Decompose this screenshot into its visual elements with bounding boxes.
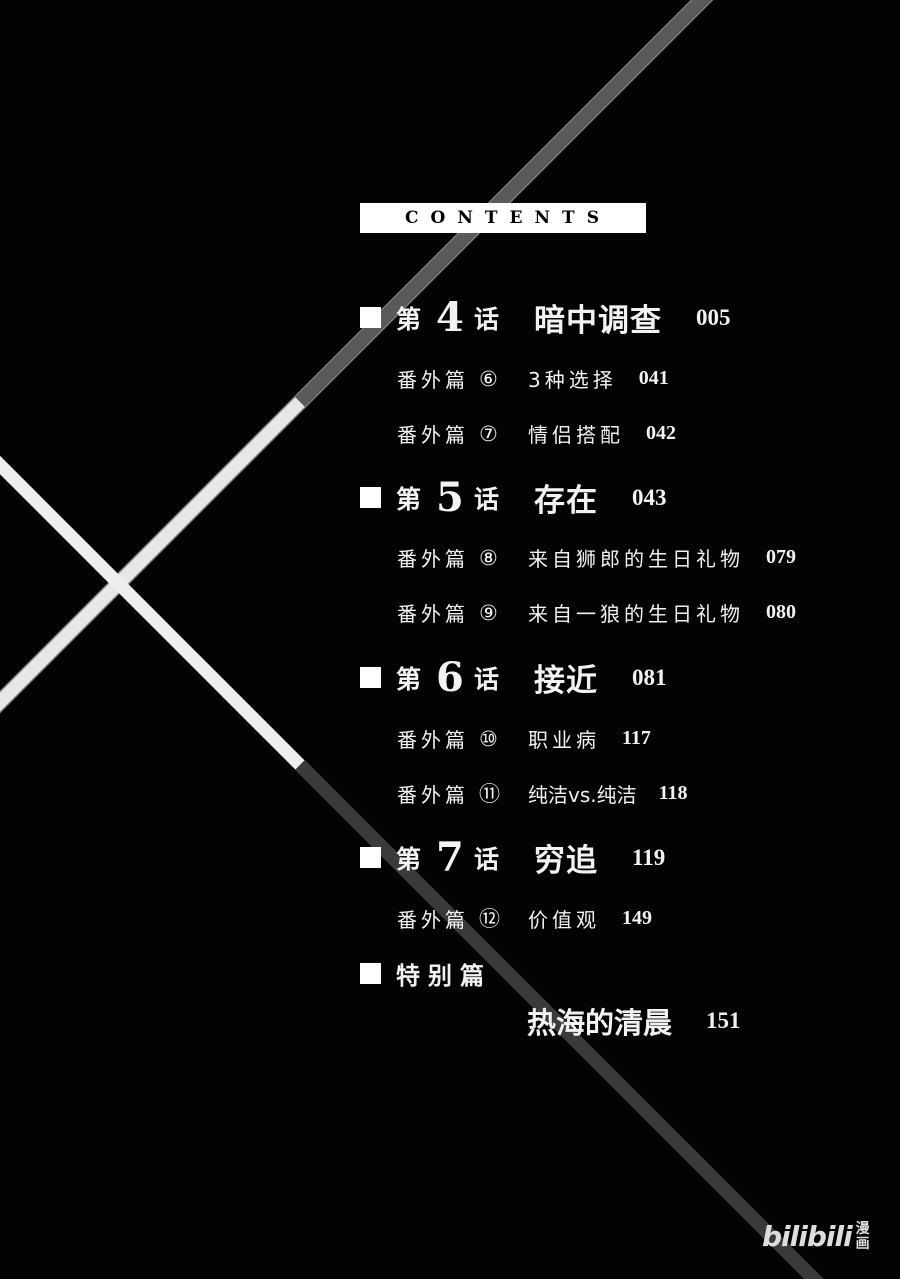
chapter-prefix: 第 (396, 664, 422, 694)
extra-title: 来自一狼的生日礼物 (528, 602, 744, 626)
extra-label: 番外篇 (397, 423, 469, 447)
extra-label: 番外篇 (397, 782, 469, 807)
extra-index: ⑧ (479, 545, 498, 570)
square-bullet-icon (360, 667, 381, 688)
extra-label: 番外篇 (397, 547, 469, 571)
extra-index: ⑦ (479, 421, 498, 446)
extra-entry[interactable]: 番外篇 ⑫ 价值观 149 (397, 903, 652, 933)
extra-entry[interactable]: 番外篇 ⑦ 情侣搭配 042 (397, 419, 676, 448)
extra-entry[interactable]: 番外篇 ⑥ 3种选择 041 (397, 364, 669, 393)
chapter-suffix: 话 (474, 664, 500, 694)
chapter-entry[interactable]: 第 5 话 存在 043 (360, 474, 667, 521)
bilibili-manga-logo: bilibili 漫画 (762, 1220, 872, 1253)
square-bullet-icon (360, 487, 381, 508)
page-number: 080 (766, 601, 796, 623)
extra-index: ⑪ (479, 782, 500, 806)
extra-index: ⑥ (479, 366, 498, 391)
extra-index: ⑩ (479, 726, 498, 751)
chapter-number: 5 (436, 474, 464, 521)
square-bullet-icon (360, 847, 381, 868)
chapter-suffix: 话 (474, 304, 500, 334)
extra-entry[interactable]: 番外篇 ⑩ 职业病 117 (397, 724, 651, 753)
chapter-prefix: 第 (396, 304, 422, 334)
chapter-number: 4 (436, 294, 464, 341)
special-title: 热海的清晨 (527, 1006, 673, 1040)
extra-label: 番外篇 (397, 907, 469, 932)
extra-index: ⑨ (479, 600, 498, 625)
page-number: 119 (632, 844, 666, 870)
extra-title: 价值观 (528, 907, 600, 932)
chapter-entry[interactable]: 第 7 话 穷追 119 (360, 834, 665, 881)
chapter-number: 6 (436, 654, 464, 701)
page-number: 079 (766, 546, 796, 568)
extra-label: 番外篇 (397, 368, 469, 392)
square-bullet-icon (360, 307, 381, 328)
extra-title: 3种选择 (528, 368, 617, 392)
special-entry[interactable]: 热海的清晨 151 (527, 1000, 741, 1042)
contents-heading: CONTENTS (360, 203, 646, 233)
extra-entry[interactable]: 番外篇 ⑪ 纯洁vs.纯洁 118 (397, 778, 688, 808)
page-number: 041 (638, 367, 669, 389)
extra-label: 番外篇 (397, 728, 469, 752)
chapter-prefix: 第 (396, 484, 422, 514)
page-number: 043 (632, 484, 667, 510)
chapter-suffix: 话 (474, 484, 500, 514)
chapter-title: 存在 (534, 483, 598, 519)
extra-title: 职业病 (528, 728, 600, 752)
extra-entry[interactable]: 番外篇 ⑨ 来自一狼的生日礼物 080 (397, 598, 796, 627)
page-number: 081 (632, 664, 667, 690)
page-number: 117 (622, 727, 651, 749)
chapter-entry[interactable]: 第 4 话 暗中调查 005 (360, 294, 731, 341)
page-number: 118 (658, 781, 688, 804)
chapter-title: 接近 (534, 663, 598, 699)
logo-sub: 漫画 (855, 1220, 870, 1252)
extra-label: 番外篇 (397, 602, 469, 626)
page-number: 149 (622, 906, 652, 929)
square-bullet-icon (360, 963, 381, 984)
page-number: 005 (696, 304, 731, 330)
extra-index: ⑫ (479, 907, 500, 931)
chapter-number: 7 (436, 834, 464, 881)
extra-entry[interactable]: 番外篇 ⑧ 来自狮郎的生日礼物 079 (397, 543, 796, 572)
chapter-suffix: 话 (474, 844, 500, 874)
extra-title: 纯洁vs.纯洁 (528, 782, 637, 807)
chapter-prefix: 第 (396, 844, 422, 874)
chapter-entry[interactable]: 第 6 话 接近 081 (360, 654, 667, 701)
special-section: 特别篇 (360, 956, 492, 991)
page-number: 042 (646, 422, 676, 444)
special-label: 特别篇 (396, 961, 492, 990)
chapter-title: 穷追 (534, 843, 598, 879)
logo-brand: bilibili (762, 1220, 853, 1253)
extra-title: 情侣搭配 (528, 423, 624, 447)
page-number: 151 (706, 1008, 741, 1033)
chapter-title: 暗中调查 (534, 303, 662, 339)
extra-title: 来自狮郎的生日礼物 (528, 547, 744, 571)
